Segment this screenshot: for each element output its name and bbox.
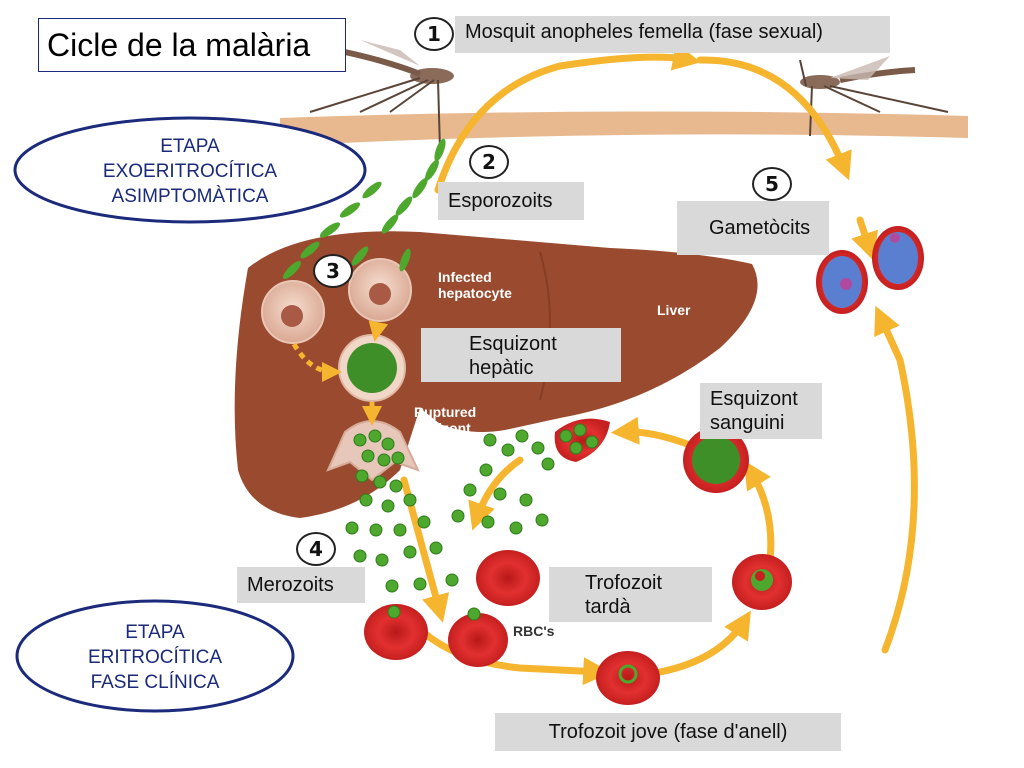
stage-exo-text: ETAPA EXOERITROCÍTICA ASIMPTOMÀTICA bbox=[40, 134, 340, 209]
sporozoites bbox=[283, 138, 446, 279]
stage-ellipse-eri bbox=[15, 599, 295, 713]
text-infected-line-2: hepatocyte bbox=[438, 285, 512, 301]
label-esquizont-hepatic-line-1: Esquizont bbox=[469, 333, 557, 355]
stage-exo-line-3: ASIMPTOMÀTICA bbox=[111, 186, 269, 207]
label-trofozoit-tarda: Trofozoit tardà bbox=[549, 567, 712, 622]
hepatic-schizont-icon bbox=[338, 334, 406, 402]
skin-band bbox=[280, 111, 968, 146]
stage-exo-line-2: EXOERITROCÍTICA bbox=[102, 161, 278, 182]
mosquito-left-icon bbox=[309, 40, 454, 151]
step-number-4: 4 bbox=[296, 532, 336, 566]
step-number-3: 3 bbox=[313, 254, 353, 288]
diagram-title: Cicle de la malària bbox=[38, 18, 346, 72]
stage-exo-line-1: ETAPA bbox=[160, 136, 220, 157]
text-infected-hepatocyte: Infected hepatocyte bbox=[438, 269, 512, 301]
label-esquizont-sanguini-line-1: Esquizont bbox=[710, 388, 798, 410]
text-infected-line-1: Infected bbox=[438, 269, 492, 285]
stage-eri-line-3: FASE CLÍNICA bbox=[90, 672, 220, 693]
liver-dashed-arrows bbox=[291, 320, 389, 426]
text-rbcs: RBC's bbox=[513, 623, 555, 639]
text-ruptured-line-1: Ruptured bbox=[414, 404, 477, 420]
hepatocyte-icon bbox=[261, 280, 325, 344]
label-trofozoit-tarda-line-2: tardà bbox=[585, 596, 631, 618]
stage-eri-line-1: ETAPA bbox=[125, 622, 185, 643]
label-esquizont-hepatic: Esquizont hepàtic bbox=[421, 328, 621, 382]
stage-eri-line-2: ERITROCÍTICA bbox=[87, 647, 223, 668]
stage-ellipse-exo bbox=[13, 116, 367, 224]
label-mosquit: Mosquit anopheles femella (fase sexual) bbox=[455, 16, 890, 53]
text-ruptured-line-2: schizont bbox=[414, 420, 471, 436]
text-ruptured-schizont: Ruptured schizont bbox=[414, 404, 476, 436]
label-esquizont-hepatic-line-2: hepàtic bbox=[469, 357, 534, 379]
label-esquizont-sanguini-line-2: sanguini bbox=[710, 412, 785, 434]
mosquito-right-icon bbox=[799, 56, 949, 137]
label-esporozoits: Esporozoits bbox=[438, 182, 584, 220]
merozoites bbox=[345, 423, 599, 621]
stage-eri-text: ETAPA ERITROCÍTICA FASE CLÍNICA bbox=[20, 620, 290, 695]
label-trofozoit-jove: Trofozoit jove (fase d'anell) bbox=[495, 713, 841, 751]
label-trofozoit-tarda-line-1: Trofozoit bbox=[585, 572, 663, 594]
label-gametocits: Gametòcits bbox=[677, 201, 829, 255]
text-liver: Liver bbox=[657, 302, 691, 318]
step-number-2: 2 bbox=[469, 145, 509, 179]
step-number-1: 1 bbox=[414, 17, 454, 51]
label-esquizont-sanguini: Esquizont sanguini bbox=[700, 383, 822, 439]
label-merozoits: Merozoits bbox=[237, 567, 365, 603]
step-number-5: 5 bbox=[752, 167, 792, 201]
red-blood-cells bbox=[364, 226, 924, 705]
